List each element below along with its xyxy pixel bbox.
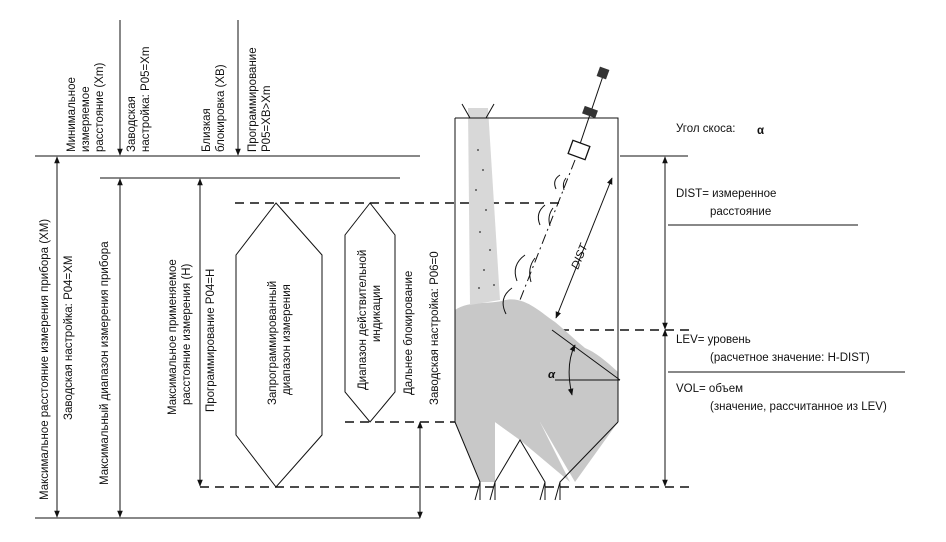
prog-p05-label-1: Программирование [247,47,259,152]
tilt-angle-symbol: α [757,125,764,137]
indication-range-hexagon [344,202,396,423]
indication-label-1: Диапазон действительной [357,250,369,390]
sensor-waves [502,174,567,315]
vol-label-1: VOL= объем [676,383,743,395]
hopper-outlet-right [539,481,561,501]
prog-range-label-2: диапазон измерения [281,284,293,395]
hopper-mid-fill [495,422,570,482]
factory-p05-label-1: Заводская [126,96,138,152]
prog-p04-label: Программирование P04=H [205,269,217,412]
falling-particles [475,149,495,289]
factory-p05-label-2: настройка: P05=Xm [140,47,152,152]
dist-measure-arrow [555,177,613,319]
max-distance-label: Максимальное расстояние измерения прибор… [39,219,51,500]
vol-label-2: (значение, рассчитанное из LEV) [710,401,887,413]
factory-p04-label: Заводская настройка: P04=XM [63,255,75,420]
max-usable-label-2: расстояние измерения (H) [181,263,193,405]
programmed-range-hexagon [235,202,323,488]
dist-def-label-2: расстояние [710,206,771,218]
radar-sensor [567,66,610,161]
lev-label-2: (расчетное значение: H-DIST) [710,352,870,364]
far-block-label: Дальнее блокирование [403,271,415,395]
lev-label-1: LEV= уровень [676,334,751,346]
prog-p05-label-2: P05=XB>Xm [261,86,273,152]
near-block-label-1: Близкая [201,108,213,152]
min-distance-label-1: Минимальное [66,77,78,152]
max-usable-label-1: Максимальное применяемое [167,259,179,415]
min-distance-label-2: измеряемое [80,86,92,152]
alpha-arc [567,344,576,396]
min-distance-label-3: расстояние (Xm) [94,63,106,152]
indication-label-2: индикации [371,285,383,342]
dist-arrow-label: DIST [570,241,591,271]
hopper-left-fill [455,422,495,482]
silo [454,103,619,501]
inlet-funnel [461,103,495,119]
alpha-symbol: α [548,369,556,381]
silo-walls [454,117,619,422]
sensor-beam-centerline [519,159,576,301]
alpha-slope-line [551,329,621,381]
near-block-label-2: блокировка (XB) [215,64,227,152]
inflow-stream [468,108,500,305]
hopper-right-fill [540,422,618,482]
bulk-material [455,299,618,440]
hopper-outlet-left [474,481,496,501]
dist-def-label-1: DIST= измеренное [676,188,776,200]
tilt-angle-label: Угол скоса: [676,123,735,135]
factory-p06-label: Заводская настройка: P06=0 [429,251,441,405]
max-range-label: Максимальный диапазон измерения прибора [99,241,111,485]
prog-range-label-1: Запрограммированный [267,281,279,405]
